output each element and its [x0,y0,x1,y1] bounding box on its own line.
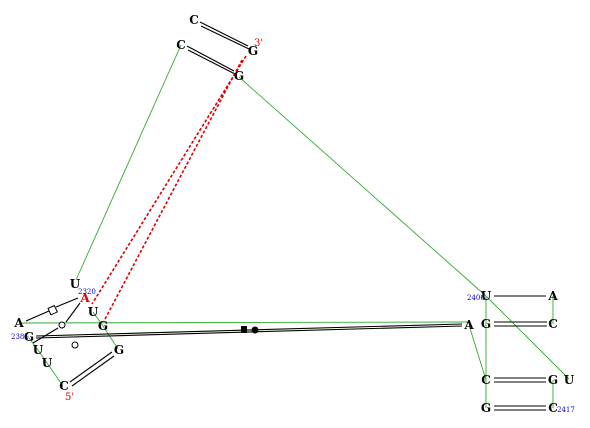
nucleotide: U [88,305,99,319]
backbone-segment [92,311,104,327]
nucleotide: U [42,356,53,370]
nucleotides: C C G G U A U G A G U U G C U A A G C C … [13,13,574,415]
nucleotide-highlighted: A [79,291,90,305]
diamond-symbol [47,304,58,316]
strand-end-labels: 3' 5' [65,38,263,403]
base-pair-line [187,49,236,75]
nucleotide: C [481,373,491,387]
backbone-segment [28,337,39,351]
base-pair-line [71,355,115,387]
nucleotide: C [59,379,69,393]
nucleotide: A [13,316,24,330]
nucleotide: A [463,318,474,332]
backbone-segment [102,325,119,350]
nucleotide: A [547,289,558,303]
filled-circle-symbol [251,326,259,334]
base-pair-line [186,45,235,72]
tertiary-interaction-line [103,59,243,322]
five-prime-label: 5' [65,392,74,403]
base-pair-line [25,310,50,322]
residue-number: 2386 [11,333,29,341]
nucleotide: G [248,44,258,58]
nucleotide: U [564,373,575,387]
nucleotide: U [481,289,492,303]
nucleotide: G [481,401,491,415]
tertiary-interaction-line [91,55,247,305]
residue-number: 2417 [557,406,575,414]
nucleotide: G [481,317,491,331]
base-pair-line [69,351,113,383]
pair-symbols [47,304,259,349]
nucleotide: G [98,319,108,333]
tertiary-interaction-lines [91,55,247,322]
nucleotide: C [548,401,558,415]
residue-number: 2406 [467,294,485,302]
nucleotide: U [70,277,81,291]
backbone-segment [238,76,487,297]
base-pair-line [65,302,81,323]
base-pair-line [35,323,463,337]
base-pair-line [35,325,463,339]
backbone-segment [18,321,470,324]
base-pair-line [200,25,250,50]
nucleotide: C [189,13,199,27]
nucleotide: C [548,317,558,331]
nucleotide: G [24,330,34,344]
base-pair-line [55,297,79,308]
base-pair-lines [25,21,547,411]
base-pair-line [199,21,249,47]
backbone-segment [468,324,487,381]
backbone-segment [37,349,48,364]
nucleotide: G [114,343,124,357]
base-pair-line [32,327,59,344]
backbone-segment [485,295,570,380]
backbone-segment [46,362,64,387]
open-circle-symbol [58,321,66,329]
three-prime-label: 3' [254,38,263,49]
filled-square-symbol [241,326,247,333]
nucleotide: G [234,69,244,83]
nucleotide: U [33,343,44,357]
backbone-segment [75,44,182,281]
residue-numbers: 2320 2386 2406 2417 [11,288,575,414]
residue-number: 2320 [78,288,96,296]
nucleotide: C [176,38,186,52]
open-circle-symbol [71,341,79,349]
backbone-lines [18,44,570,408]
nucleotide: G [548,373,558,387]
